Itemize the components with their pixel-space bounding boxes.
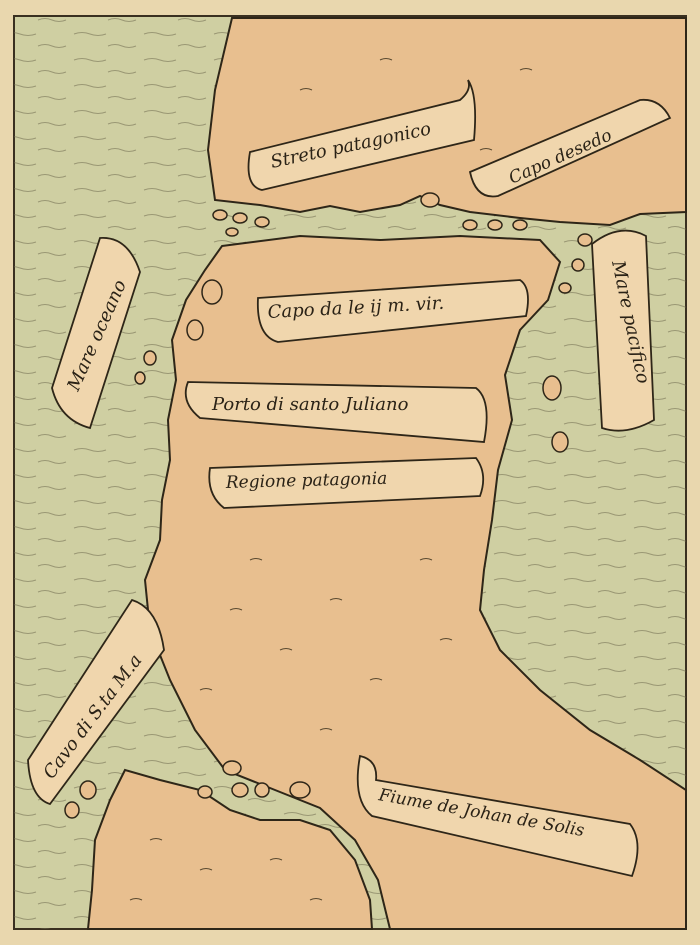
island	[212, 209, 228, 221]
island	[289, 781, 311, 799]
island	[222, 760, 242, 776]
island	[134, 371, 146, 385]
island	[197, 785, 213, 799]
island	[512, 219, 528, 231]
island	[225, 227, 239, 237]
scroll-capo-virgins: Capo da le ij m. vir.	[256, 279, 529, 343]
island	[254, 216, 270, 228]
island	[462, 219, 478, 231]
island	[571, 258, 585, 272]
island	[64, 801, 80, 819]
island	[232, 212, 248, 224]
island	[231, 782, 249, 798]
southwest-land	[86, 768, 374, 930]
island	[558, 282, 572, 294]
scroll-porto-julian: Porto di santo Juliano	[184, 381, 488, 443]
island	[487, 219, 503, 231]
island	[542, 375, 562, 401]
island	[551, 431, 569, 453]
island	[79, 780, 97, 800]
scroll-regione: Regione patagonia	[208, 457, 485, 509]
island	[186, 319, 204, 341]
island	[143, 350, 157, 366]
island	[254, 782, 270, 798]
label-porto-di-santo-juliano: Porto di santo Juliano	[211, 394, 409, 415]
label-regione-patagonia: Regione patagonia	[225, 469, 388, 493]
island	[577, 233, 593, 247]
island	[420, 192, 440, 208]
island	[201, 279, 223, 305]
scroll-mare-pacifico: Mare pacifico	[591, 229, 655, 432]
